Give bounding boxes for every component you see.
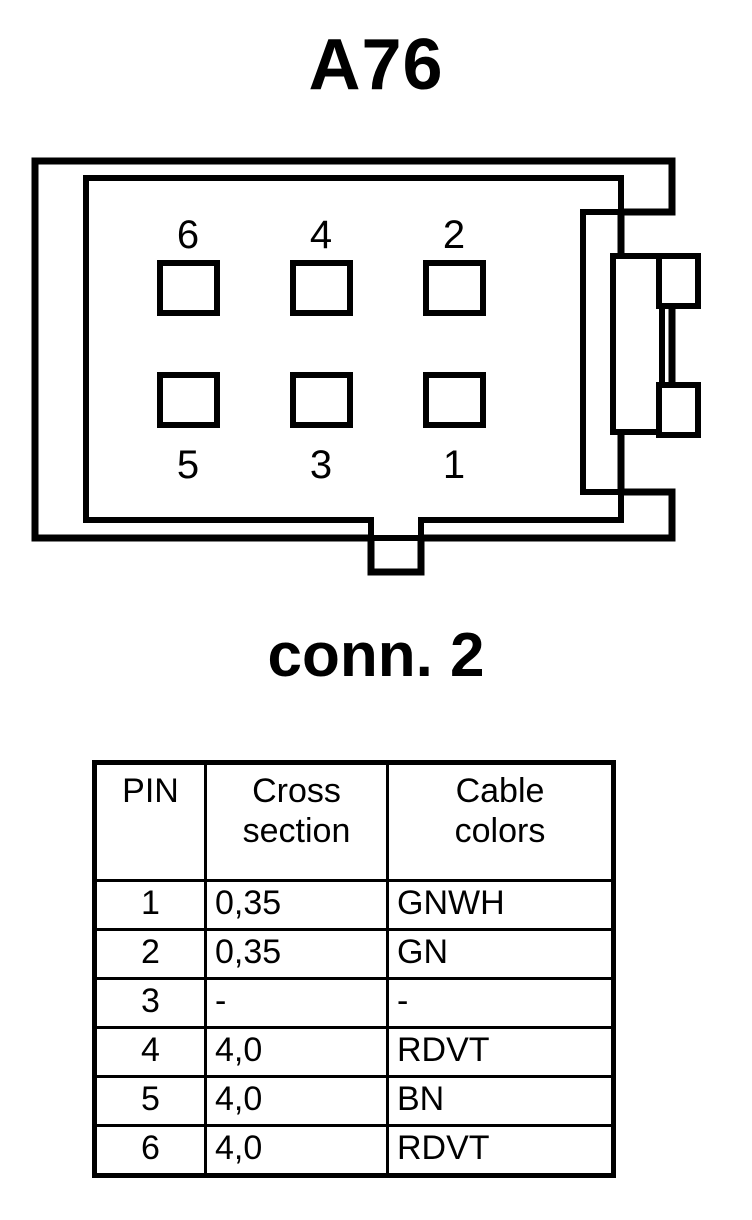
pin-number-label-3: 3 <box>310 443 332 487</box>
latch-upper-tab <box>656 253 701 309</box>
pin-cavity-6[interactable] <box>157 260 220 316</box>
column-header-cross-section: Cross section <box>204 760 389 882</box>
pin-number-label-2: 2 <box>443 213 465 257</box>
table-header-row: PIN Cross section Cable colors <box>92 760 616 882</box>
cell-pin: 6 <box>92 1124 207 1178</box>
cell-cable-colors: GN <box>386 928 616 980</box>
pin-cavity-2[interactable] <box>423 260 486 316</box>
pin-number-label-5: 5 <box>177 443 199 487</box>
table-row: 6 4,0 RDVT <box>92 1124 616 1178</box>
cell-pin: 1 <box>92 879 207 931</box>
cell-cable-colors: RDVT <box>386 1124 616 1178</box>
column-header-cable-colors: Cable colors <box>386 760 616 882</box>
cell-cross-section: 4,0 <box>204 1124 389 1178</box>
cell-cross-section: 0,35 <box>204 879 389 931</box>
pin-number-label-6: 6 <box>177 213 199 257</box>
page-title: A76 <box>308 25 444 105</box>
table-row: 1 0,35 GNWH <box>92 879 616 931</box>
connector-diagram: 6 4 2 5 3 1 <box>31 157 701 576</box>
table-row: 4 4,0 RDVT <box>92 1026 616 1078</box>
table-row: 3 - - <box>92 977 616 1029</box>
connector-subtitle: conn. 2 <box>267 621 485 690</box>
table-row: 2 0,35 GN <box>92 928 616 980</box>
cell-cable-colors: GNWH <box>386 879 616 931</box>
cell-cross-section: 4,0 <box>204 1026 389 1078</box>
cell-cross-section: - <box>204 977 389 1029</box>
cell-cable-colors: BN <box>386 1075 616 1127</box>
pin-number-label-4: 4 <box>310 213 332 257</box>
connector-inner-wall <box>83 175 624 541</box>
pin-cavity-3[interactable] <box>290 372 353 428</box>
cell-pin: 3 <box>92 977 207 1029</box>
latch-vertical-bar <box>610 253 665 435</box>
column-header-pin: PIN <box>92 760 207 882</box>
cell-pin: 4 <box>92 1026 207 1078</box>
pin-cavity-5[interactable] <box>157 372 220 428</box>
latch-lower-tab <box>656 382 701 438</box>
pin-cavity-1[interactable] <box>423 372 486 428</box>
table-row: 5 4,0 BN <box>92 1075 616 1127</box>
cell-pin: 2 <box>92 928 207 980</box>
pin-number-label-1: 1 <box>443 443 465 487</box>
cell-cross-section: 4,0 <box>204 1075 389 1127</box>
cell-cross-section: 0,35 <box>204 928 389 980</box>
pinout-table: PIN Cross section Cable colors 1 0,35 GN… <box>92 760 616 1178</box>
cell-cable-colors: RDVT <box>386 1026 616 1078</box>
cell-cable-colors: - <box>386 977 616 1029</box>
cell-pin: 5 <box>92 1075 207 1127</box>
pin-cavity-4[interactable] <box>290 260 353 316</box>
